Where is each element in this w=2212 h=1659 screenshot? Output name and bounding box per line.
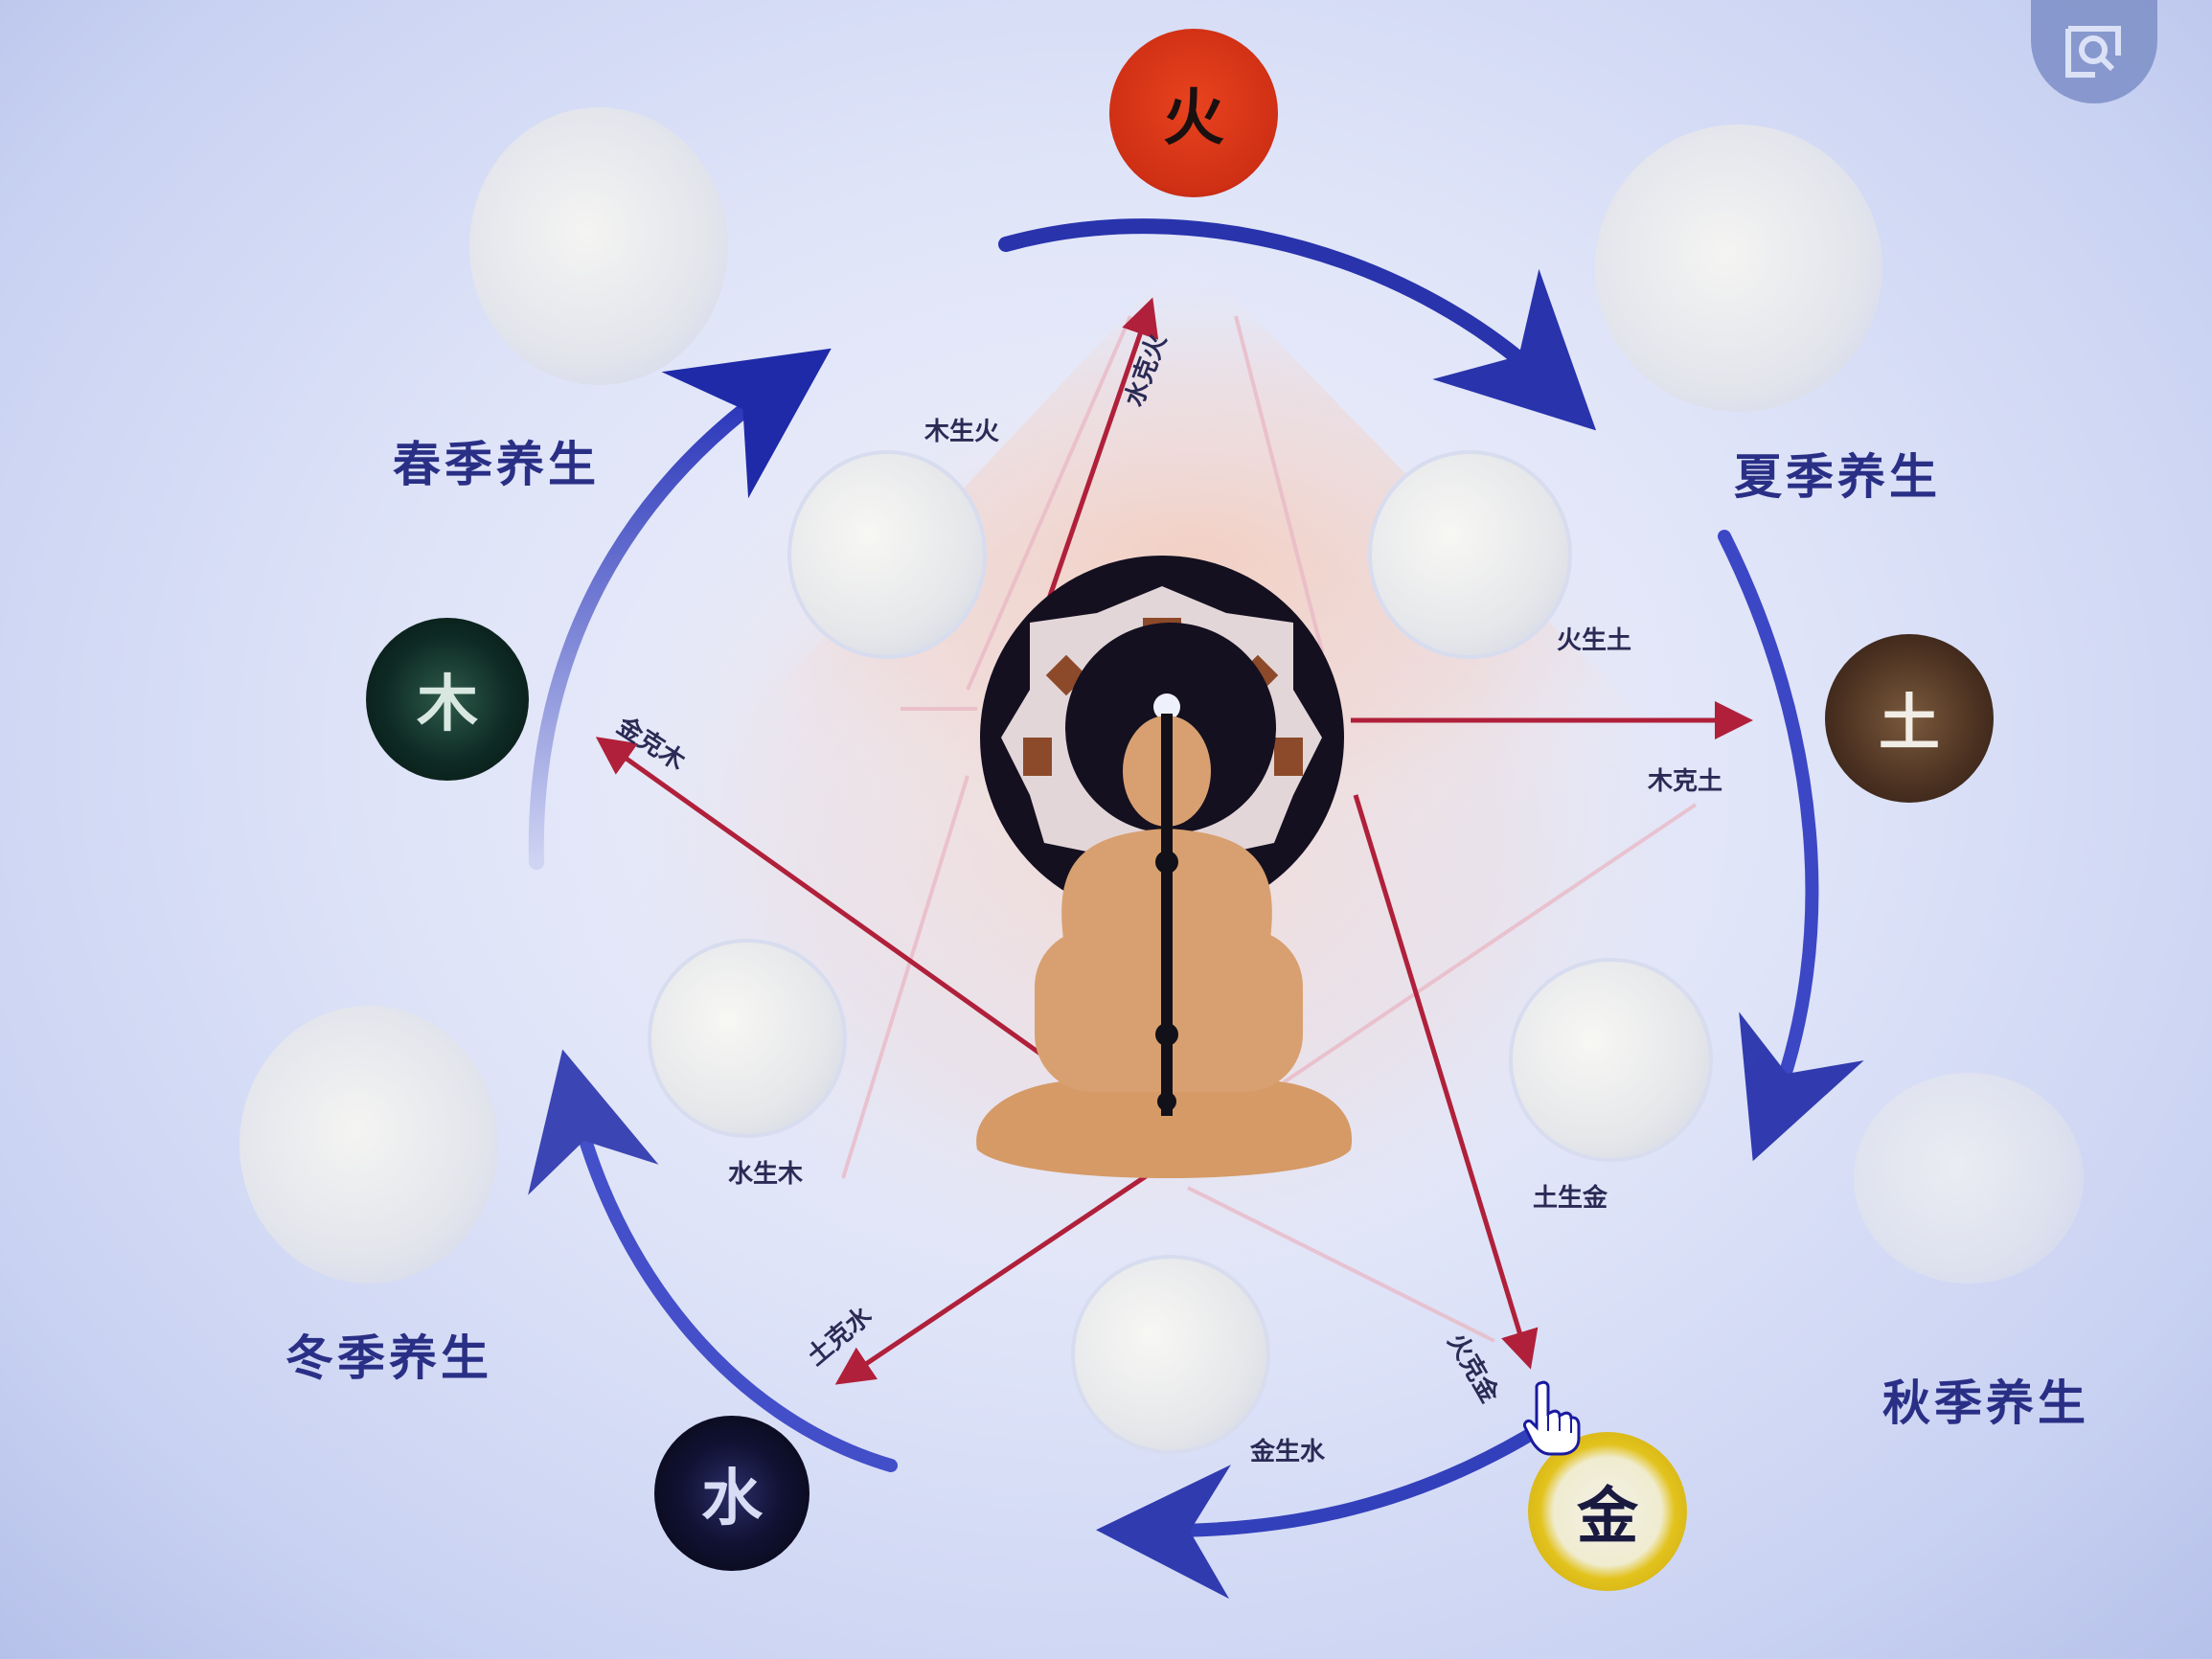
central-meditation-figure	[976, 556, 1353, 1178]
earth-element-circle: 土	[1825, 634, 1994, 803]
summer-label: 夏季养生	[1734, 448, 1941, 505]
image-search-button[interactable]	[2031, 0, 2157, 103]
metal-element-circle: 金	[1528, 1432, 1687, 1591]
water-element-circle: 水	[654, 1416, 810, 1571]
illustration-metal-generates-water	[1071, 1255, 1270, 1454]
earth-generates-metal-label: 土生金	[1533, 1184, 1608, 1213]
fire-char: 火	[1163, 83, 1224, 154]
illustration-water-generates-wood	[648, 939, 847, 1138]
spring-illustration	[469, 107, 728, 385]
hand-pointer-icon	[1523, 1380, 1581, 1456]
controlling-cycle-arrows	[595, 297, 1753, 1385]
metal-generates-water-label: 金生水	[1250, 1438, 1326, 1466]
wood-element-circle: 木	[366, 618, 529, 781]
winter-illustration	[239, 1006, 498, 1284]
illustration-earth-generates-metal	[1509, 958, 1713, 1162]
fire-generates-earth-label: 火生土	[1557, 626, 1632, 655]
spring-label: 春季养生	[393, 436, 600, 492]
illustration-wood-generates-fire	[787, 450, 987, 659]
water-char: 水	[701, 1464, 763, 1534]
water-generates-wood-label: 水生木	[728, 1160, 804, 1189]
fire-element-circle: 火	[1109, 29, 1278, 197]
generating-cycle-arrows	[528, 218, 1864, 1600]
autumn-label: 秋季养生	[1882, 1375, 2089, 1431]
pentagram-lines	[841, 315, 1698, 1343]
wood-generates-fire-label: 木生火	[924, 418, 1000, 446]
earth-char: 土	[1879, 689, 1940, 760]
wood-char: 木	[417, 670, 478, 740]
autumn-illustration	[1854, 1073, 2084, 1284]
image-search-icon	[2065, 26, 2121, 78]
illustration-fire-generates-earth	[1368, 450, 1572, 659]
wood-controls-earth-label: 木克土	[1648, 767, 1723, 796]
metal-char: 金	[1577, 1482, 1638, 1553]
winter-label: 冬季养生	[285, 1329, 492, 1386]
summer-illustration	[1595, 125, 1882, 412]
